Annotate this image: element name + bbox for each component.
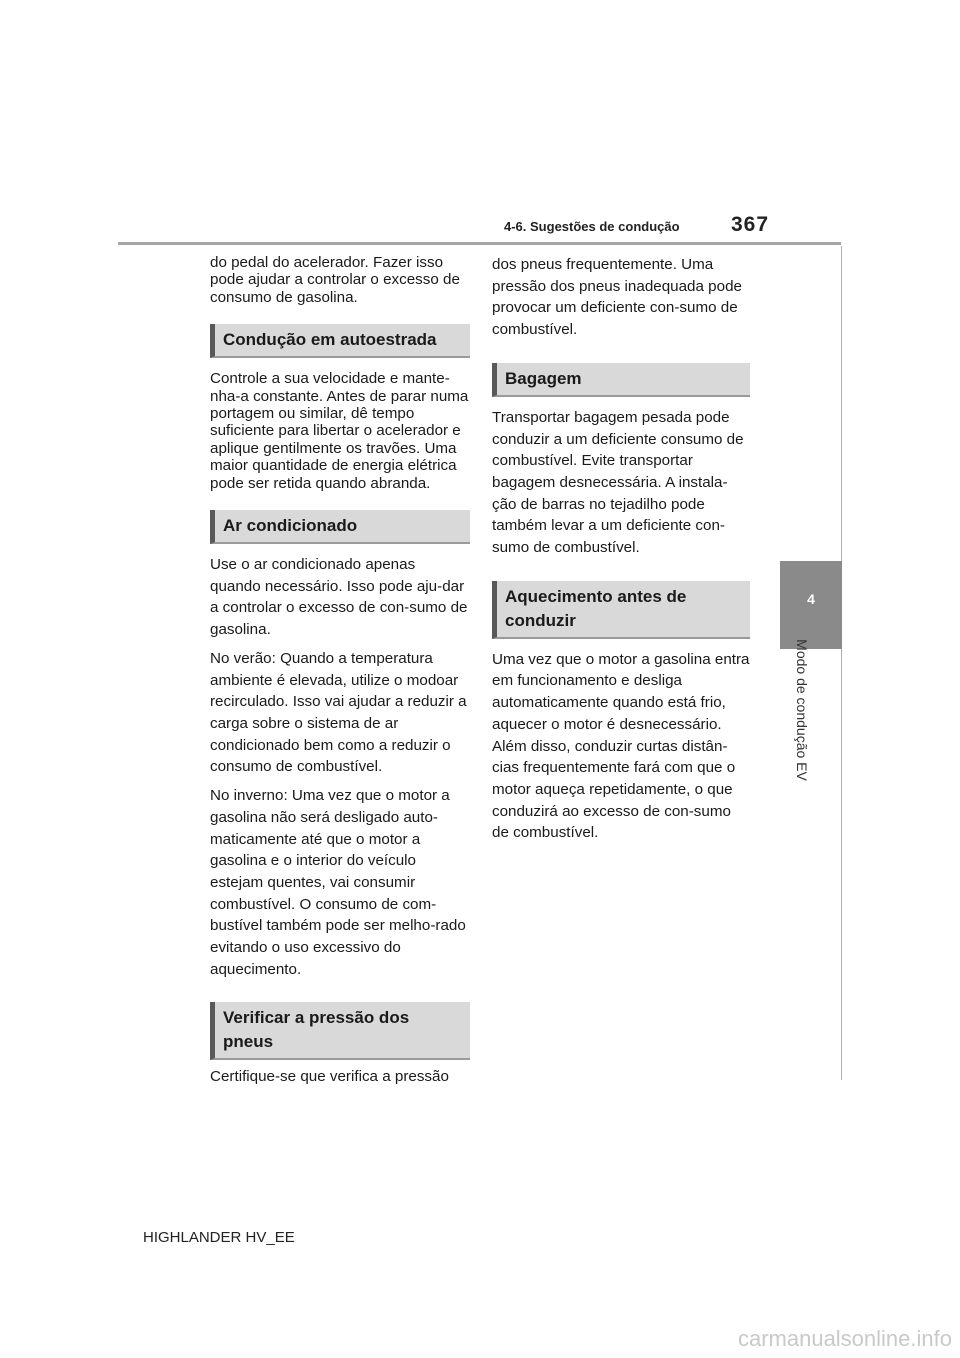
chapter-tab-number: 4: [807, 591, 815, 607]
right-intro-paragraph: dos pneus frequentemente. Uma pressão do…: [492, 256, 742, 339]
air-conditioning-paragraph-1: Use o ar condicionado apenas quando nece…: [210, 556, 468, 639]
chapter-tab: 4: [780, 561, 842, 649]
highway-paragraph: Controle a sua velocidade e mante-nha-a …: [210, 370, 469, 492]
left-intro-paragraph: do pedal do acelerador. Fazer isso pode …: [210, 254, 460, 306]
page-number: 367: [731, 213, 770, 236]
section-heading-luggage: Bagagem: [492, 362, 750, 397]
running-header-section: 4-6. Sugestões de condução: [504, 219, 680, 234]
air-conditioning-paragraph-2: No verão: Quando a temperatura ambiente …: [210, 649, 467, 776]
luggage-paragraph: Transportar bagagem pesada pode conduzir…: [492, 408, 744, 557]
section-heading-highway: Condução em autoestrada: [210, 324, 470, 359]
right-column: dos pneus frequentemente. Uma pressão do…: [492, 254, 750, 844]
section-heading-warm-up: Aquecimento antes de conduzir: [492, 580, 750, 639]
section-heading-air-conditioning: Ar condicionado: [210, 510, 470, 545]
watermark-text: carmanualsonline.info: [737, 1326, 952, 1351]
warm-up-paragraph: Uma vez que o motor a gasolina entra em …: [492, 650, 750, 842]
side-divider: [841, 246, 842, 1080]
footer-model-name: HIGHLANDER HV_EE: [143, 1229, 295, 1246]
air-conditioning-paragraph-3: No inverno: Uma vez que o motor a gasoli…: [210, 787, 466, 978]
tire-pressure-paragraph: Certifique-se que verifica a pressão: [210, 1068, 449, 1086]
header-divider: [118, 242, 841, 245]
section-heading-tire-pressure: Verificar a pressão dos pneus: [210, 1002, 470, 1061]
chapter-tab-label: Modo de condução EV: [794, 639, 810, 781]
left-column: do pedal do acelerador. Fazer isso pode …: [210, 254, 470, 1088]
